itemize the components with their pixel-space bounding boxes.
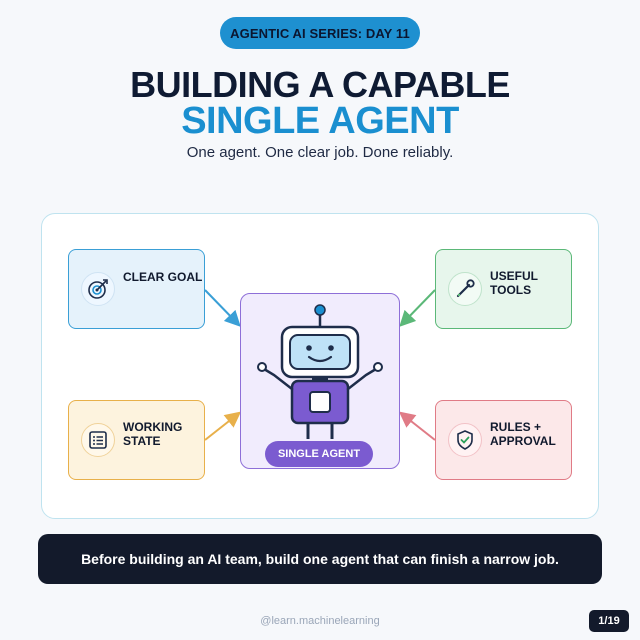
arrow-rules — [398, 411, 436, 441]
robot-icon — [257, 304, 383, 439]
subtitle: One agent. One clear job. Done reliably. — [186, 144, 454, 161]
card-tools-line2: TOOLS — [490, 283, 532, 297]
card-state-line2: STATE — [123, 434, 161, 448]
author-handle: @learn.machinelearning — [260, 615, 380, 627]
card-rules-line2: APPROVAL — [490, 434, 556, 448]
card-goal-line1: CLEAR GOAL — [123, 270, 203, 284]
card-clear-goal: CLEAR GOAL — [68, 249, 205, 329]
card-tools-line1: USEFUL — [490, 269, 538, 283]
arrow-state — [204, 411, 242, 441]
card-working-state: WORKING STATE — [68, 400, 205, 480]
title-line-1: BUILDING A CAPABLE — [130, 64, 510, 105]
card-rules-approval: RULES + APPROVAL — [435, 400, 572, 480]
target-icon — [81, 272, 115, 306]
wrench-icon — [448, 272, 482, 306]
shield-check-icon — [448, 423, 482, 457]
arrow-tools — [399, 289, 436, 327]
footer-message: Before building an AI team, build one ag… — [38, 534, 602, 584]
card-useful-tools: USEFUL TOOLS — [435, 249, 572, 329]
checklist-icon — [81, 423, 115, 457]
card-state-line1: WORKING — [123, 420, 183, 434]
single-agent-label: SINGLE AGENT — [265, 441, 373, 467]
page-indicator: 1/19 — [589, 610, 629, 632]
series-badge: AGENTIC AI SERIES: DAY 11 — [220, 17, 420, 49]
title-line-2: SINGLE AGENT — [181, 100, 459, 142]
card-rules-line1: RULES + — [490, 420, 542, 434]
arrow-goal — [204, 289, 241, 327]
